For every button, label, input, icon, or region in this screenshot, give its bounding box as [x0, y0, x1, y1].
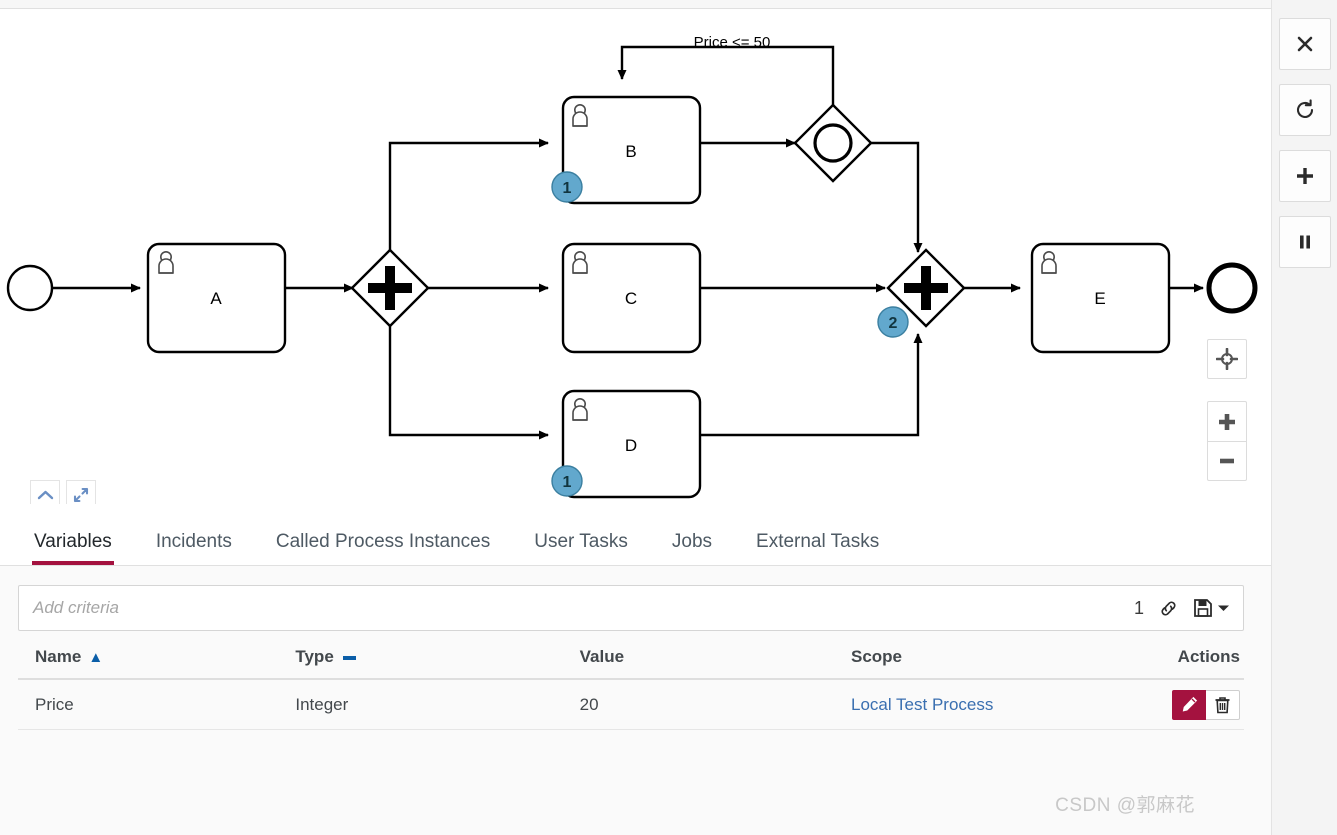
table-header: Name▲ Type Value Scope Actions: [18, 636, 1244, 680]
delete-variable-button[interactable]: [1206, 689, 1241, 720]
sort-asc-icon: ▲: [88, 649, 104, 666]
tab-jobs[interactable]: Jobs: [671, 531, 713, 552]
scope-link[interactable]: Local Test Process: [850, 694, 994, 714]
user-task-icon: [1041, 251, 1057, 274]
svg-text:1: 1: [563, 474, 572, 491]
activity-badge-d: [551, 465, 583, 497]
refresh-icon: [1296, 99, 1313, 119]
link-icon: [1161, 600, 1176, 616]
canvas-view-controls[interactable]: [30, 480, 96, 504]
sequence-flow-label: Price <= 50: [694, 34, 771, 51]
reset-viewport-icon: [1216, 348, 1238, 370]
svg-text:D: D: [625, 436, 637, 455]
plus-icon: [1296, 168, 1313, 184]
task-c: C: [561, 242, 702, 354]
cell-variable-type: Integer: [295, 694, 349, 714]
suspend-instance-button[interactable]: [1278, 216, 1331, 268]
sort-none-icon: [342, 655, 356, 660]
plus-icon: [1219, 413, 1235, 430]
detail-tabbar[interactable]: Variables Incidents Called Process Insta…: [0, 504, 1271, 566]
copy-link-button[interactable]: [1158, 598, 1179, 619]
variables-table: Name▲ Type Value Scope Actions Price Int…: [18, 636, 1244, 730]
cancel-instance-button[interactable]: [1278, 18, 1331, 70]
cell-variable-scope: Local Test Process: [851, 695, 1137, 715]
instance-action-rail: [1271, 0, 1337, 835]
chevron-up-icon: [37, 490, 53, 499]
zoom-in-button[interactable]: [1207, 401, 1247, 441]
parallel-gateway-join: 2: [877, 248, 966, 338]
end-event: [1206, 262, 1258, 314]
pencil-icon: [1182, 696, 1197, 712]
task-a: A: [146, 242, 287, 354]
task-b: B 1: [551, 95, 702, 205]
svg-text:2: 2: [889, 315, 898, 332]
reset-viewport-button[interactable]: [1207, 339, 1247, 379]
activity-badge-b: [551, 171, 583, 203]
zoom-controls[interactable]: [1207, 339, 1247, 481]
column-header-value[interactable]: Value: [579, 647, 625, 666]
user-task-icon: [158, 251, 174, 274]
tab-incidents[interactable]: Incidents: [155, 531, 232, 552]
zoom-out-button[interactable]: [1207, 441, 1247, 481]
cell-variable-value: 20: [579, 694, 599, 714]
svg-text:A: A: [210, 289, 222, 308]
start-event: [6, 264, 54, 312]
fullscreen-diagram-button[interactable]: [66, 480, 96, 504]
table-row: Price Integer 20 Local Test Process: [18, 680, 1244, 730]
activity-badge-join: [877, 306, 909, 338]
user-task-icon: [572, 251, 588, 274]
tab-called-process-instances[interactable]: Called Process Instances: [275, 531, 491, 552]
search-input[interactable]: Add criteria: [33, 598, 119, 617]
caret-down-icon: [1218, 605, 1229, 611]
column-header-type[interactable]: Type: [295, 647, 579, 667]
cell-actions: [1137, 689, 1244, 720]
save-filter-button[interactable]: [1193, 598, 1229, 618]
svg-text:E: E: [1094, 289, 1105, 308]
close-icon: [1297, 36, 1312, 52]
expand-arrows-icon: [73, 487, 89, 502]
task-d: D 1: [551, 389, 702, 499]
save-icon: [1194, 599, 1212, 617]
restart-instance-button[interactable]: [1278, 84, 1331, 136]
inclusive-gateway: [793, 103, 873, 183]
tab-variables[interactable]: Variables: [16, 532, 134, 565]
tab-external-tasks[interactable]: External Tasks: [756, 531, 880, 552]
trash-icon: [1215, 696, 1230, 713]
bpmn-diagram-canvas[interactable]: A B 1: [0, 9, 1271, 504]
minus-icon: [1220, 458, 1234, 464]
edit-variable-button[interactable]: [1172, 689, 1207, 720]
result-count: 1: [1133, 597, 1144, 618]
column-header-actions: Actions: [1177, 647, 1241, 666]
top-strip: [0, 0, 1271, 9]
column-header-name[interactable]: Name▲: [35, 647, 104, 666]
collapse-diagram-button[interactable]: [30, 480, 60, 504]
add-variable-button[interactable]: [1278, 150, 1331, 202]
svg-text:B: B: [625, 142, 636, 161]
watermark: CSDN @郭麻花: [1055, 795, 1195, 816]
task-e: E: [1030, 242, 1171, 354]
user-task-icon: [572, 104, 588, 127]
search-bar[interactable]: Add criteria 1: [18, 585, 1244, 631]
cell-variable-name: Price: [35, 694, 74, 714]
parallel-gateway-split: [350, 248, 430, 328]
variables-panel: Add criteria 1: [0, 566, 1271, 835]
pause-icon: [1299, 235, 1310, 249]
tab-user-tasks[interactable]: User Tasks: [534, 531, 628, 552]
svg-text:1: 1: [563, 180, 572, 197]
column-header-scope[interactable]: Scope: [850, 647, 903, 666]
svg-text:C: C: [625, 289, 637, 308]
user-task-icon: [572, 398, 588, 421]
